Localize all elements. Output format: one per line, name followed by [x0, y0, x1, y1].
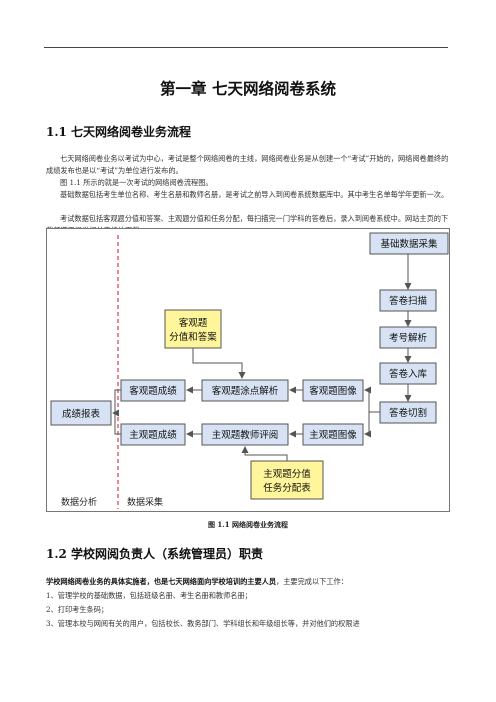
svg-text:客观题图像: 客观题图像: [309, 385, 357, 397]
region-label-analysis: 数据分析: [61, 496, 97, 508]
section-2-heading: 1.2 学校网阅负责人（系统管理员）职责: [46, 547, 264, 561]
paragraph-2: 图 1.1 所示的就是一次考试的网络阅卷流程图。: [60, 178, 213, 187]
region-label-collection: 数据采集: [127, 496, 163, 508]
svg-text:主观题分值: 主观题分值: [263, 468, 311, 480]
arrow-answer-to-parse: [192, 348, 246, 379]
svg-text:主观题图像: 主观题图像: [309, 429, 357, 441]
arrow-subj-score-to-report: [114, 413, 121, 435]
arrow-cut-to-obj-image: [364, 386, 380, 413]
intro-bold: 学校网络阅卷业务的具体实施者，也是七天网络面向学校培训的主要人员: [46, 577, 277, 586]
subjective-review-box: 主观题教师评阅: [201, 423, 289, 446]
svg-text:答卷切割: 答卷切割: [389, 407, 427, 419]
list-item-3: 3、管理本校与网阅有关的用户，包括校长、教务部门、学科组长和年级组长等，并对他们…: [46, 619, 360, 628]
subjective-task-box: 主观题分值 任务分配表: [250, 460, 324, 500]
intro-rest: ，主要完成以下工作：: [276, 577, 348, 586]
subjective-image-box: 主观题图像: [302, 423, 364, 446]
chapter-title: 第一章 七天网络阅卷系统: [160, 79, 336, 98]
arrow-cut-to-subj-image: [364, 411, 380, 438]
objective-image-box: 客观题图像: [302, 379, 364, 402]
svg-text:答卷扫描: 答卷扫描: [389, 295, 428, 307]
objective-score-box: 客观题成绩: [120, 379, 186, 402]
base-data-box: 基础数据采集: [369, 232, 449, 255]
objective-answer-box: 客观题 分值和答案: [164, 309, 222, 349]
section-1-heading: 1.1 七天网络阅卷业务流程: [46, 125, 192, 139]
paragraph-3: 基础数据包括考生单位名称、考生名册和教师名册，是考试之前导入到阅卷系统数据库中。…: [60, 190, 449, 199]
list-item-1: 1、管理学校的基础数据，包括班级名册、考生名册和教师名册；: [46, 591, 252, 600]
svg-text:主观题教师评阅: 主观题教师评阅: [212, 429, 279, 441]
svg-text:客观题涂点解析: 客观题涂点解析: [212, 385, 279, 397]
svg-text:考号解析: 考号解析: [389, 332, 428, 344]
scan-box: 答卷扫描: [379, 289, 437, 312]
report-box: 成绩报表: [50, 400, 112, 426]
paragraph-1: 七天网络阅卷业务以考试为中心，考试是整个网络阅卷的主线，网络阅卷业务是从创建一个…: [46, 154, 449, 175]
header-rule: [44, 47, 448, 48]
workflow-figure: 基础数据采集 答卷扫描 考号解析 答卷入库 答卷切割 客观题图像 主观题图像: [46, 228, 450, 512]
svg-text:答卷入库: 答卷入库: [389, 368, 428, 380]
subjective-score-box: 主观题成绩: [120, 423, 186, 446]
figure-caption: 图 1.1 网络阅卷业务流程: [207, 520, 289, 529]
svg-text:任务分配表: 任务分配表: [263, 482, 311, 494]
svg-text:客观题: 客观题: [179, 317, 208, 329]
section-2-intro: 学校网络阅卷业务的具体实施者，也是七天网络面向学校培训的主要人员，主要完成以下工…: [46, 576, 454, 587]
objective-parse-box: 客观题涂点解析: [201, 379, 289, 402]
list-item-2: 2、打印考生条码；: [46, 605, 109, 614]
arrow-task-to-review: [241, 446, 288, 461]
exam-number-box: 考号解析: [379, 326, 437, 349]
svg-text:客观题成绩: 客观题成绩: [129, 385, 177, 397]
svg-text:主观题成绩: 主观题成绩: [129, 429, 177, 441]
svg-text:分值和答案: 分值和答案: [169, 331, 217, 343]
svg-text:成绩报表: 成绩报表: [62, 408, 101, 420]
cut-box: 答卷切割: [379, 401, 437, 424]
store-box: 答卷入库: [379, 362, 437, 385]
arrow-obj-score-to-report: [112, 389, 121, 417]
svg-text:基础数据采集: 基础数据采集: [380, 238, 438, 250]
workflow-diagram: 基础数据采集 答卷扫描 考号解析 答卷入库 答卷切割 客观题图像 主观题图像: [50, 232, 449, 509]
